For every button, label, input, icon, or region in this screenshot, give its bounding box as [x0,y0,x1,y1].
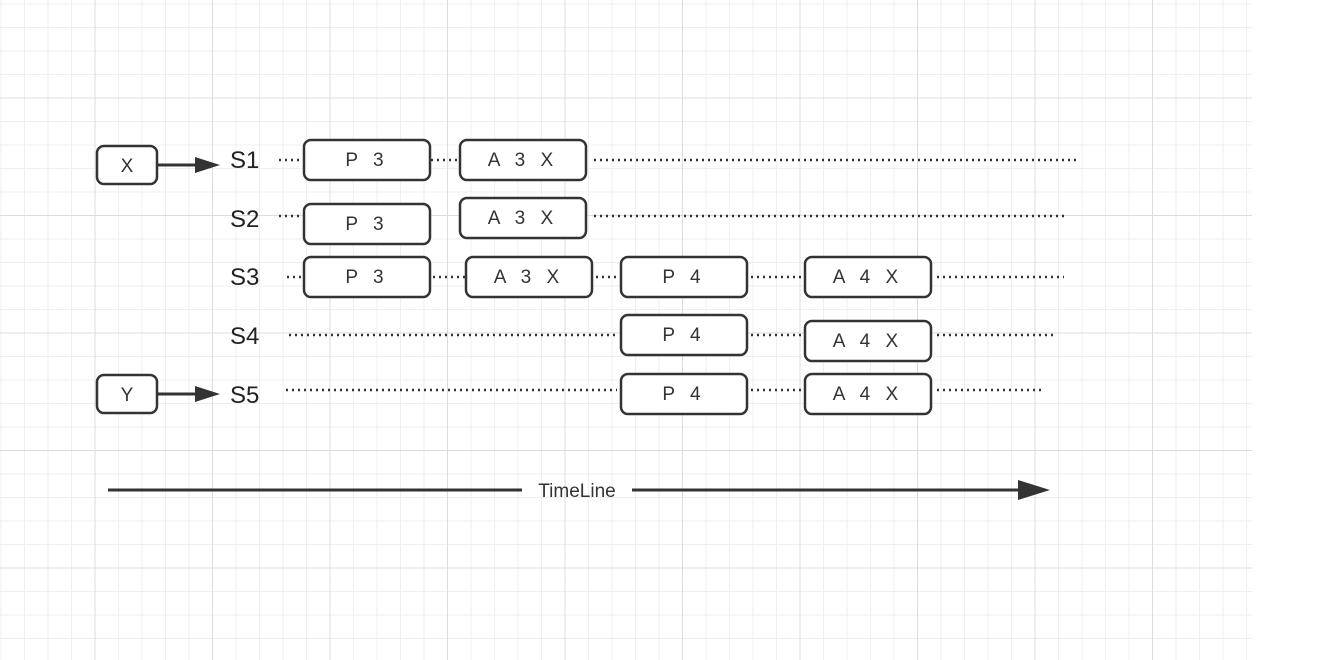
row-s4: S4 P 4 A 4 X [230,313,1056,363]
box-label: A 3 X [488,208,558,229]
row-label-s5: S5 [230,382,259,409]
box-label: P 4 [662,384,705,405]
box-a4x [803,255,933,299]
box-label: P 3 [345,267,388,288]
grid-canvas: X Y S1 P 3 A 3 X S2 P 3 A 3 X S3 P 3 [0,0,1252,660]
row-label-s2: S2 [230,206,259,233]
row-label-s3: S3 [230,264,259,291]
box-label: A 4 X [833,331,903,352]
box-p4 [619,313,749,357]
box-a3x [464,255,594,299]
box-label: A 4 X [833,384,903,405]
row-s3: S3 P 3 A 3 X P 4 A 4 X [230,255,1064,299]
row-label-s4: S4 [230,323,259,350]
box-p4 [619,372,749,416]
box-p3 [302,255,432,299]
arrow-head-icon [195,386,220,402]
box-label: P 4 [662,325,705,346]
box-label: A 3 X [488,150,558,171]
input-x: X [95,144,220,186]
box-label: P 3 [345,150,388,171]
box-a3x [458,138,588,182]
box-p3 [302,202,432,246]
box-a4x [803,319,933,363]
row-s5: S5 P 4 A 4 X [230,372,1043,416]
box-label: A 4 X [833,267,903,288]
timeline-axis: TimeLine [108,480,1050,502]
input-y: Y [95,373,220,415]
timeline-label: TimeLine [538,481,615,502]
row-label-s1: S1 [230,147,259,174]
input-y-label: Y [121,385,134,406]
arrow-head-icon [195,157,220,173]
box-p3 [302,138,432,182]
row-s2: S2 P 3 A 3 X [230,196,1066,246]
box-a3x [458,196,588,240]
box-label: A 3 X [494,267,564,288]
box-p4 [619,255,749,299]
box-label: P 4 [662,267,705,288]
timeline-arrow-head-icon [1018,480,1050,500]
box-label: P 3 [345,214,388,235]
box-a4x [803,372,933,416]
input-x-label: X [121,156,134,177]
row-s1: S1 P 3 A 3 X [230,138,1076,182]
